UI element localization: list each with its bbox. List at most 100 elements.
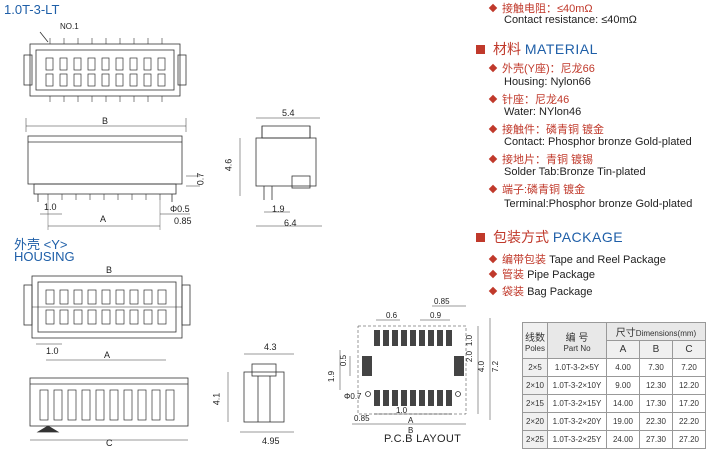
- front-view-connector: [27, 135, 200, 202]
- dim-41: 4.1: [211, 392, 222, 406]
- square-bullet-icon: [476, 233, 485, 242]
- pcb-dim-085b: 0.85: [354, 414, 370, 423]
- dim-a-housing: A: [104, 350, 111, 360]
- cell-b: 7.30: [639, 358, 673, 377]
- dim-495: 4.95: [262, 436, 280, 446]
- cell-a: 24.00: [606, 430, 640, 449]
- dim-pitch-housing: 1.0: [46, 346, 59, 356]
- material-section-title: 材料 MATERIAL: [476, 39, 598, 59]
- cell-part: 1.0T-3-2×5Y: [547, 358, 607, 377]
- header-c: C: [672, 340, 706, 359]
- pcb-dim-b: B: [408, 426, 414, 435]
- pcb-dim-10a: 1.0: [465, 334, 475, 347]
- header-a: A: [606, 340, 640, 359]
- cell-part: 1.0T-3-2×25Y: [547, 430, 607, 449]
- header-b: B: [639, 340, 673, 359]
- table-row: 2×5 1.0T-3-2×5Y 4.00 7.30 7.20: [522, 358, 706, 377]
- terminal-material-cn: 端子:磷青铜 镀金: [488, 181, 585, 197]
- pcb-dim-hole: Φ0.7: [344, 392, 362, 401]
- cell-c: 27.20: [672, 430, 706, 449]
- diamond-bullet-icon: [488, 254, 498, 264]
- pcb-dim-05: 0.5: [339, 354, 349, 367]
- table-row: 2×20 1.0T-3-2×20Y 19.00 22.30 22.20: [522, 412, 706, 431]
- cell-c: 22.20: [672, 412, 706, 431]
- pcb-dim-20: 2.0: [465, 350, 475, 363]
- housing-material-cn: 外壳(Y座)：尼龙66: [488, 60, 595, 76]
- dim-43: 4.3: [264, 342, 277, 352]
- dim-b-top: B: [102, 116, 109, 126]
- housing-side-view: [243, 363, 285, 423]
- pcb-dim-a: A: [408, 416, 414, 425]
- cell-c: 17.20: [672, 394, 706, 413]
- side-view-connector: [255, 125, 317, 200]
- header-dimensions: 尺寸Dimensions(mm): [606, 322, 706, 341]
- diamond-bullet-icon: [488, 184, 498, 194]
- cell-poles: 2×20: [522, 412, 548, 431]
- solder-tab-cn: 接地片：青铜 镀锡: [488, 151, 593, 167]
- solder-tab-en: Solder Tab:Bronze Tin-plated: [504, 166, 646, 178]
- diamond-bullet-icon: [488, 124, 498, 134]
- cell-poles: 2×25: [522, 430, 548, 449]
- diamond-bullet-icon: [488, 154, 498, 164]
- pcb-dim-09: 0.9: [430, 311, 442, 320]
- package-bag: 袋装 Bag Package: [488, 283, 593, 299]
- pcb-dim-40: 4.0: [477, 360, 487, 373]
- cell-a: 14.00: [606, 394, 640, 413]
- package-tape-reel: 编带包装 Tape and Reel Package: [488, 251, 666, 267]
- cell-c: 7.20: [672, 358, 706, 377]
- dim-c-housing: C: [106, 438, 113, 448]
- housing-title-cn: 外壳 <Y>: [14, 237, 68, 252]
- contact-resistance-cn: 接触电阻：≤40mΩ: [488, 0, 593, 16]
- pcb-dim-72: 7.2: [491, 360, 501, 373]
- housing-top-view: [23, 275, 191, 339]
- water-material-cn: 针座：尼龙46: [488, 91, 569, 107]
- cell-part: 1.0T-3-2×10Y: [547, 376, 607, 395]
- dim-07-top: 0.7: [195, 172, 206, 186]
- contact-material-cn: 接触件：磷青铜 镀金: [488, 121, 604, 137]
- pcb-layout-caption: P.C.B LAYOUT: [384, 433, 462, 445]
- diamond-bullet-icon: [488, 94, 498, 104]
- dim-64: 6.4: [284, 218, 297, 228]
- cell-b: 12.30: [639, 376, 673, 395]
- top-view-connector: [23, 31, 187, 102]
- cell-b: 22.30: [639, 412, 673, 431]
- package-section-title: 包装方式 PACKAGE: [476, 227, 623, 247]
- package-pipe: 管装 Pipe Package: [488, 266, 595, 282]
- table-row: 2×25 1.0T-3-2×25Y 24.00 27.30 27.20: [522, 430, 706, 449]
- cell-part: 1.0T-3-2×15Y: [547, 394, 607, 413]
- cell-poles: 2×15: [522, 394, 548, 413]
- cell-c: 12.20: [672, 376, 706, 395]
- cell-part: 1.0T-3-2×20Y: [547, 412, 607, 431]
- cell-b: 17.30: [639, 394, 673, 413]
- diamond-bullet-icon: [488, 286, 498, 296]
- pin-one-label: NO.1: [60, 22, 79, 31]
- cell-b: 27.30: [639, 430, 673, 449]
- pcb-dim-19: 1.9: [327, 370, 337, 383]
- housing-title-en: HOUSING: [14, 249, 75, 264]
- housing-front-view: [29, 377, 189, 433]
- diamond-bullet-icon: [488, 63, 498, 73]
- pcb-dim-10b: 1.0: [396, 406, 408, 415]
- cell-poles: 2×5: [522, 358, 548, 377]
- pcb-dim-085: 0.85: [434, 297, 450, 306]
- dim-pitch-top: 1.0: [44, 202, 57, 212]
- contact-resistance-en: Contact resistance: ≤40mΩ: [504, 14, 637, 26]
- square-bullet-icon: [476, 45, 485, 54]
- dim-54: 5.4: [282, 108, 295, 118]
- dim-19-side: 1.9: [272, 204, 285, 214]
- diamond-bullet-icon: [488, 3, 498, 13]
- water-material-en: Water: NYlon46: [504, 106, 582, 118]
- terminal-material-en: Terminal:Phosphor bronze Gold-plated: [504, 198, 693, 210]
- pcb-layout: [357, 325, 467, 415]
- contact-material-en: Contact: Phosphor bronze Gold-plated: [504, 136, 692, 148]
- model-title: 1.0T-3-LT: [4, 2, 60, 17]
- diamond-bullet-icon: [488, 269, 498, 279]
- dim-pin-dia: Φ0.5: [170, 204, 190, 214]
- dim-b-housing: B: [106, 265, 113, 275]
- table-row: 2×10 1.0T-3-2×10Y 9.00 12.30 12.20: [522, 376, 706, 395]
